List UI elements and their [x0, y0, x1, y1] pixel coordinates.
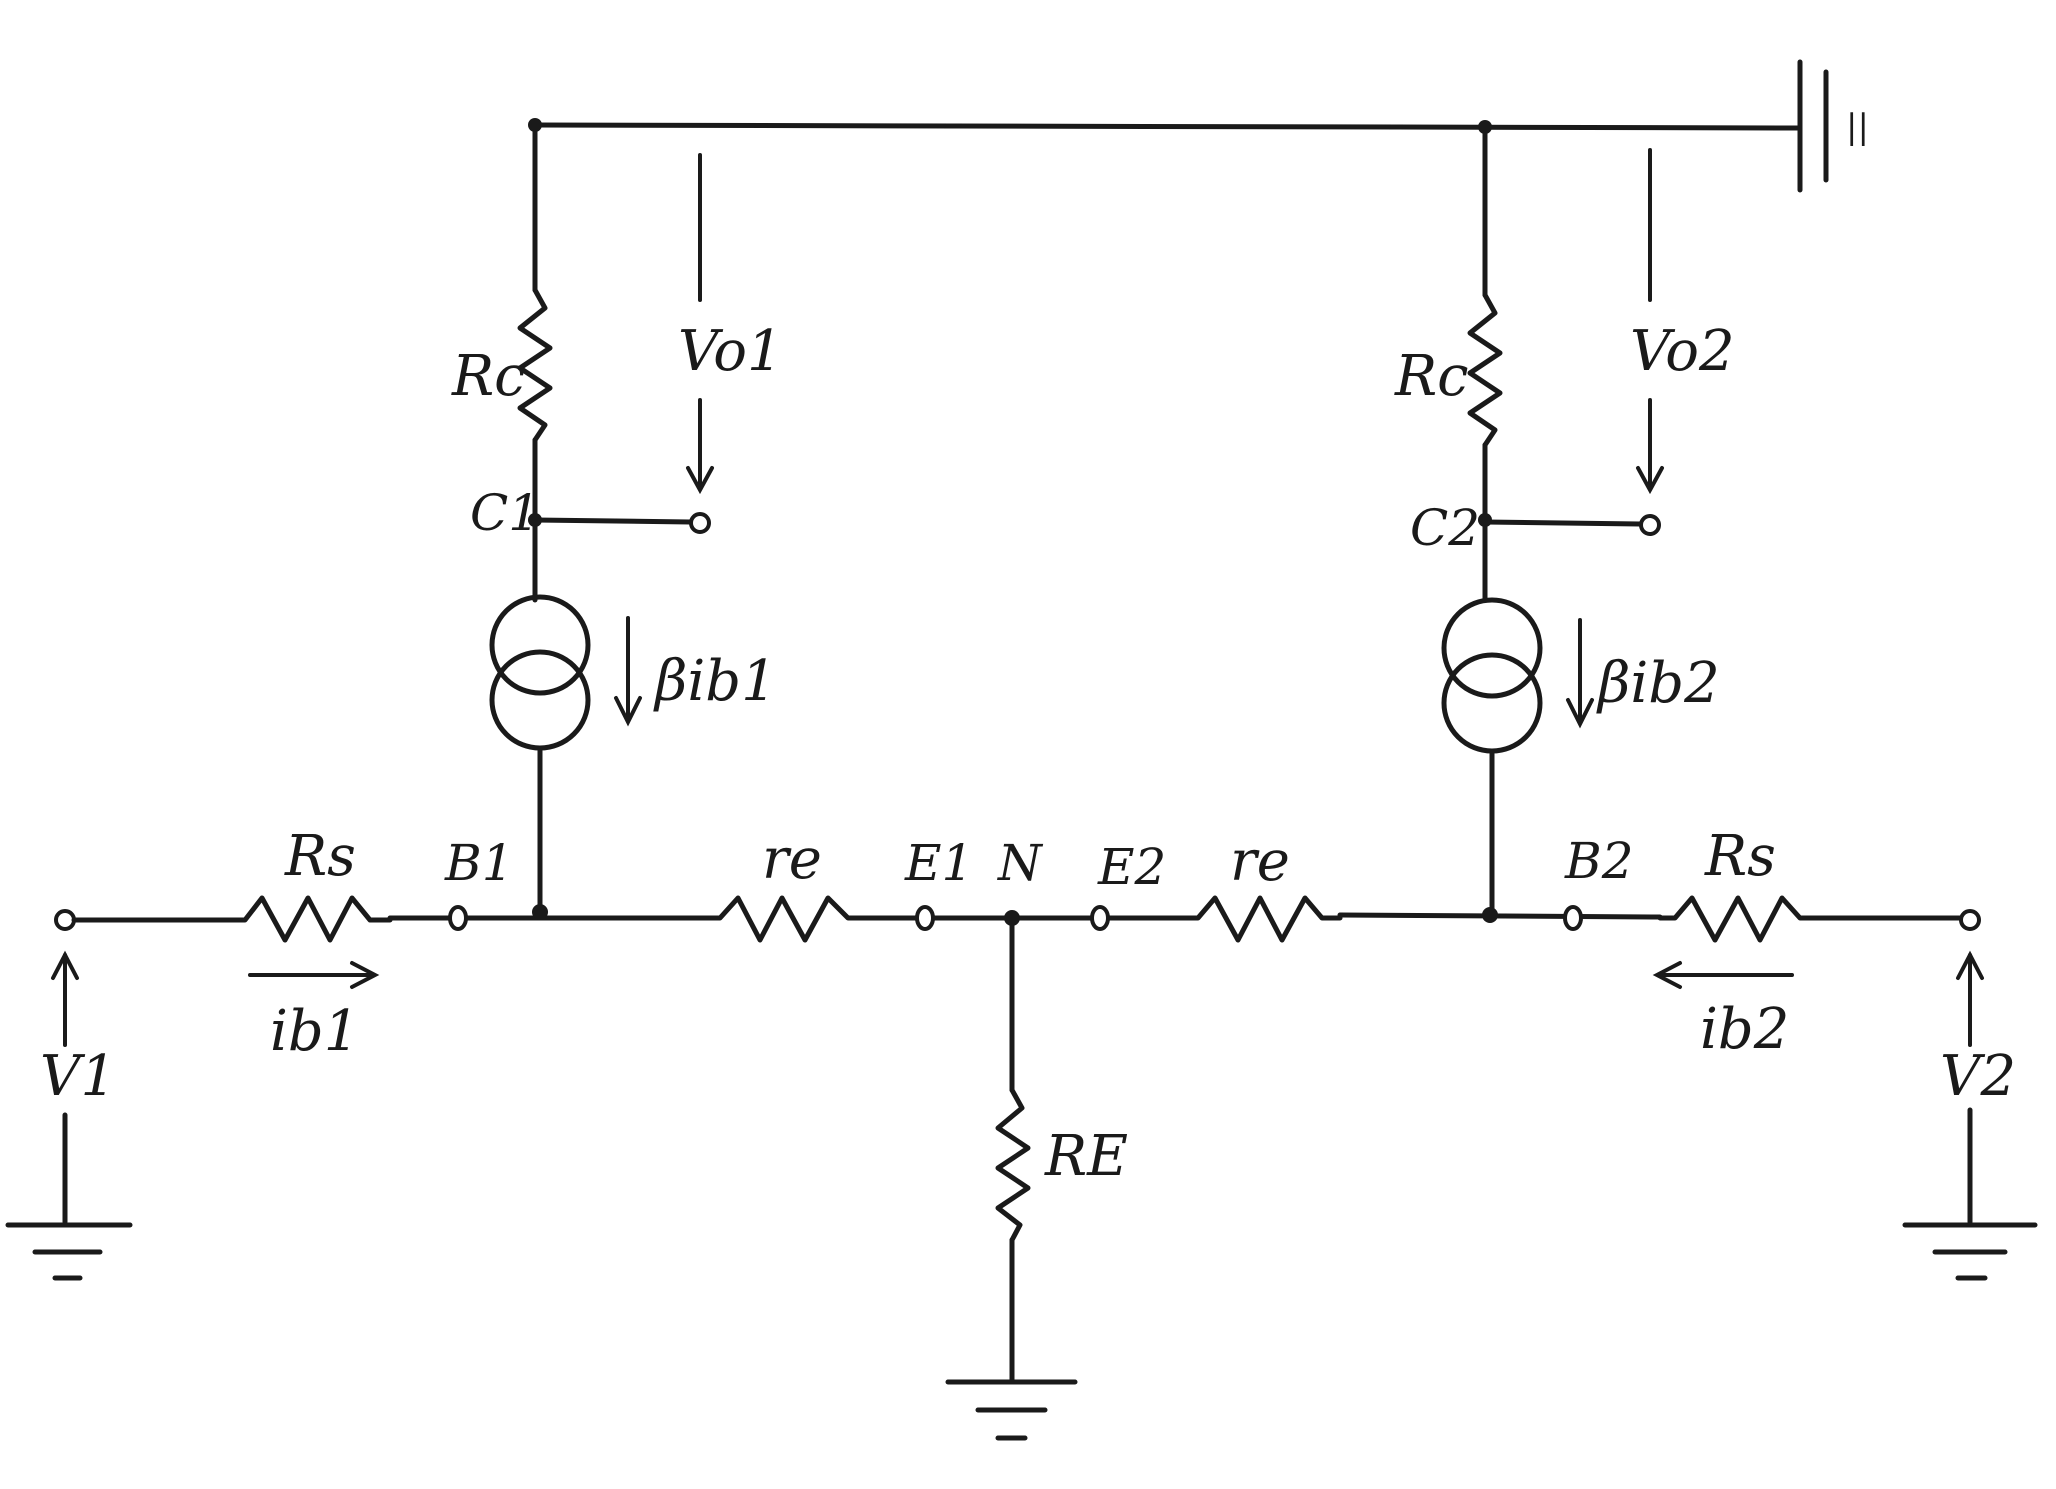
label-v2: V2 [1940, 1044, 2016, 1109]
ib1-arrow [248, 961, 380, 989]
label-e2: E2 [1097, 838, 1166, 896]
vo1-arrow [686, 153, 714, 495]
terminal-v2 [1959, 909, 1981, 931]
label-vo2: Vo2 [1630, 319, 1735, 384]
base-junction-left [532, 904, 548, 920]
terminal-v1 [54, 909, 76, 931]
label-ib2: ib2 [1700, 997, 1789, 1062]
label-b1: B1 [444, 834, 514, 892]
label-rs-left: Rs [284, 824, 356, 889]
right-current-source [1441, 597, 1543, 754]
terminal-vo1 [689, 512, 711, 534]
beta-ib1-arrow [614, 616, 642, 727]
label-e1: E1 [904, 834, 973, 892]
node-b2 [1563, 905, 1583, 931]
label-vo1: Vo1 [678, 319, 783, 384]
ground-left [5, 1222, 133, 1281]
label-rc-right: Rc [1394, 344, 1469, 409]
node-b1 [448, 905, 468, 931]
ac-short-label: || [1846, 107, 1869, 147]
label-n: N [997, 834, 1044, 892]
ib2-arrow [1652, 961, 1794, 989]
label-c2: C2 [1410, 499, 1480, 557]
v1-arrow [51, 950, 79, 1047]
left-output-wire [532, 517, 693, 525]
left-re-resistor [697, 895, 865, 943]
right-rs-resistor [1657, 895, 1963, 943]
label-b2: B2 [1564, 832, 1634, 890]
ground-right [1902, 1222, 2038, 1281]
label-re-left: re [762, 827, 822, 892]
terminal-vo2 [1639, 514, 1661, 536]
node-e1 [915, 905, 935, 931]
label-rc-left: Rc [451, 344, 526, 409]
left-current-source [489, 594, 591, 751]
label-rs-right: Rs [1704, 824, 1776, 889]
right-output-wire [1482, 519, 1643, 527]
right-rc-resistor [1467, 292, 1503, 448]
ac-ground-short-symbol: || [1797, 59, 1869, 193]
label-re-big: RE [1044, 1124, 1128, 1189]
label-re-right: re [1230, 829, 1290, 894]
top-supply-rail [532, 122, 1803, 131]
base-junction-right [1482, 907, 1498, 923]
left-rc-resistor [517, 287, 553, 443]
wire-re-to-b2 [1337, 912, 1663, 920]
vo2-arrow [1636, 148, 1664, 495]
label-v1: V1 [40, 1044, 116, 1109]
re-big-resistor [995, 1087, 1031, 1243]
label-c1: C1 [470, 484, 540, 542]
label-ib1: ib1 [270, 999, 359, 1064]
right-re-resistor [1177, 895, 1343, 943]
beta-ib2-arrow [1566, 618, 1594, 729]
node-e2 [1090, 905, 1110, 931]
label-beta-ib1: βib1 [653, 649, 777, 714]
left-rs-resistor [222, 895, 393, 943]
ground-center [945, 1379, 1078, 1441]
v2-arrow [1956, 950, 1984, 1047]
label-beta-ib2: βib2 [1596, 651, 1720, 716]
